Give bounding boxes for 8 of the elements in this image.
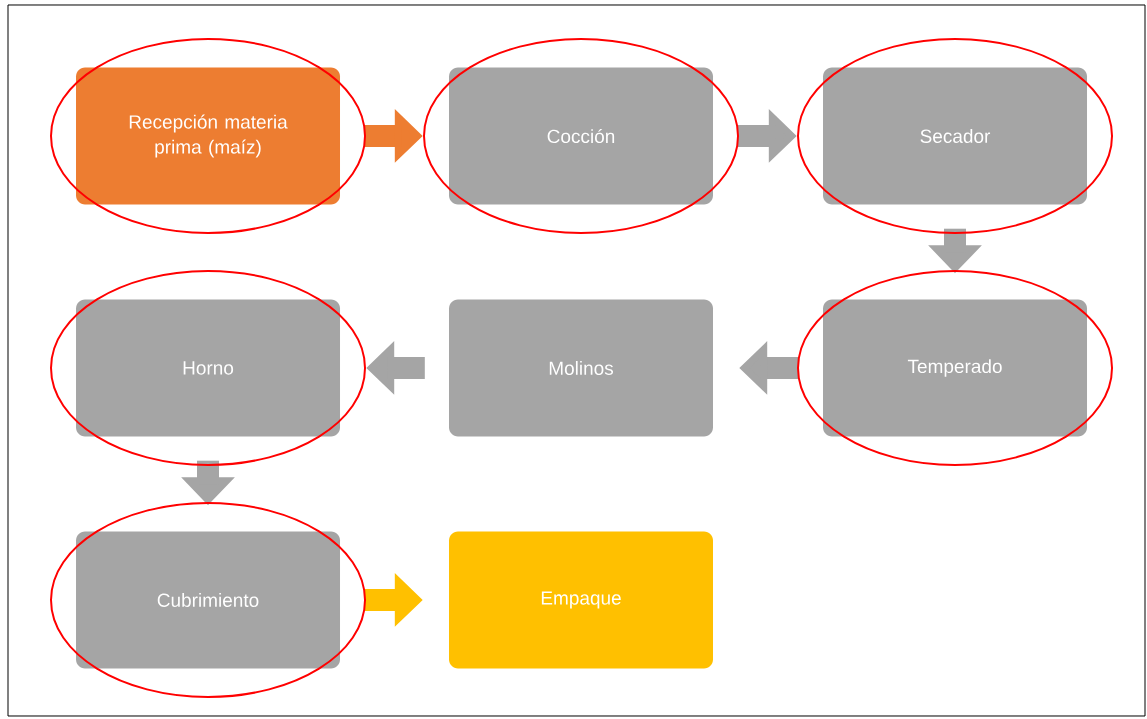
process-box: Cocción [449, 67, 713, 205]
process-box: Recepción materia prima (maíz) [76, 67, 340, 205]
process-box: Secador [823, 67, 1087, 205]
process-box: Empaque [449, 531, 713, 669]
process-box: Horno [76, 299, 340, 437]
process-box: Molinos [449, 299, 713, 437]
process-box: Temperado [823, 299, 1087, 437]
process-box: Cubrimiento [76, 531, 340, 669]
